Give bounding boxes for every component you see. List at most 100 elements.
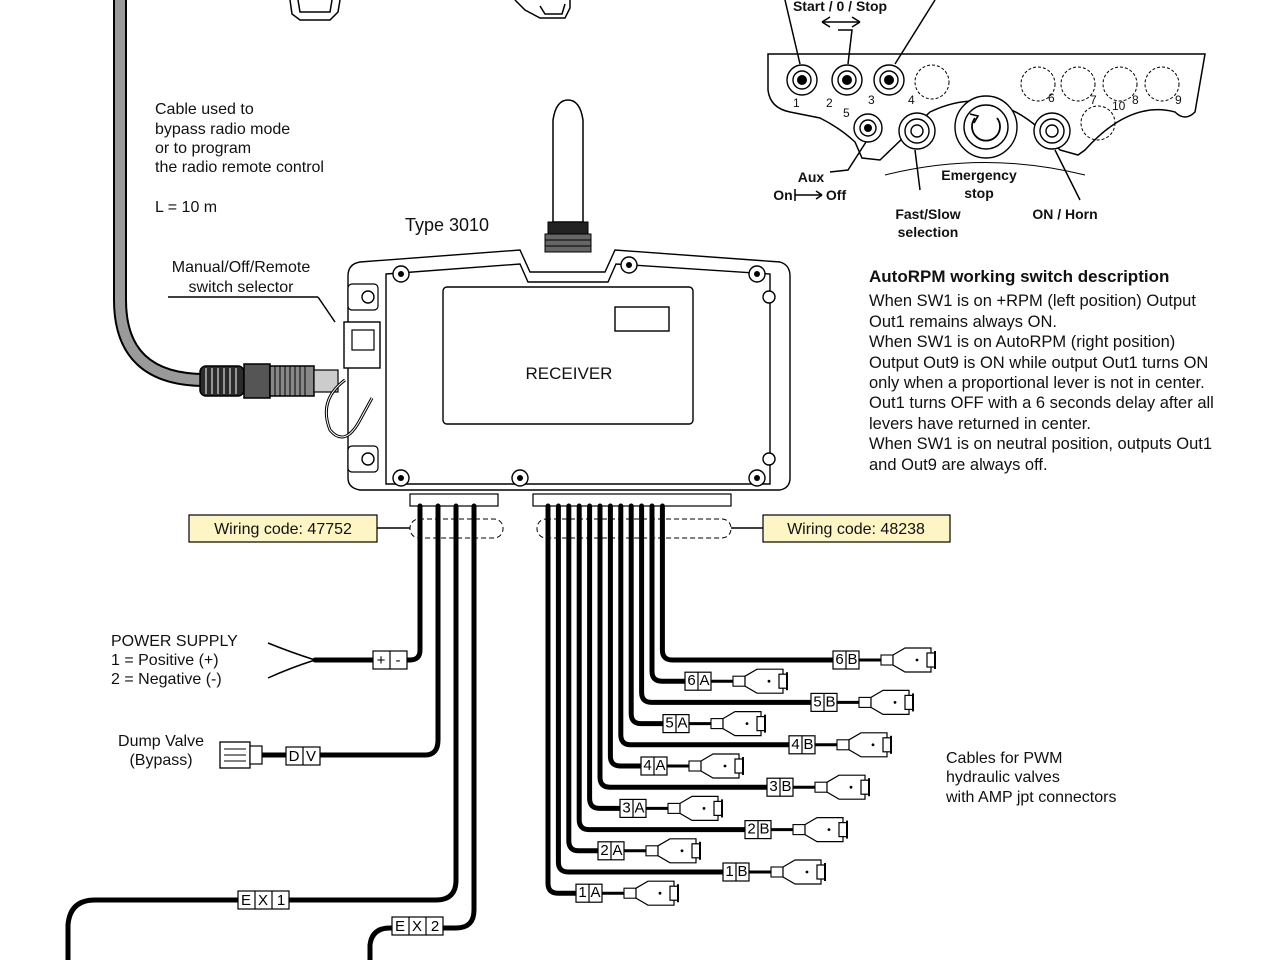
emergency-label: stop [964,185,994,201]
transmitter-panel: 1 2 3 4 5 6 7 8 9 10 Start / 0 / Stop Au… [767,0,1206,240]
screw-icon [392,256,766,487]
autorpm-line: only when a proportional lever is not in… [869,374,1205,393]
fast-slow-label: selection [898,224,959,240]
autorpm-line: When SW1 is on neutral position, outputs… [869,435,1213,454]
svg-text:Manual/Off/Remote: Manual/Off/Remote [172,259,311,276]
valve-tag-number: 6 [835,651,843,668]
valve-tag-number: 1 [725,863,733,880]
valve-tag-number: 6 [687,672,695,689]
amp-connector-icon [688,753,744,779]
button-number: 3 [868,93,875,107]
amp-connector-icon [710,711,766,737]
amp-connector-icon [880,647,936,673]
autorpm-line: Out1 turns OFF with a 6 seconds delay af… [869,394,1214,413]
aux-on-label: On [773,187,792,203]
power-supply-connector: + - [372,650,408,670]
valve-tag-number: 4 [791,736,799,753]
pwm-note-line: hydraulic valves [946,769,1060,786]
valve-tag-number: 2 [600,842,608,859]
programming-cable [113,0,339,399]
emergency-label: Emergency [941,167,1017,183]
cable-length: L = 10 m [155,199,217,216]
receiver-label: RECEIVER [526,364,613,383]
power-supply-label: POWER SUPPLY 1 = Positive (+) 2 = Negati… [111,633,238,688]
double-arrow-icon [821,16,861,28]
amp-connector-icon [732,668,788,694]
svg-text:POWER SUPPLY: POWER SUPPLY [111,633,238,650]
svg-text:+: + [377,652,386,669]
autorpm-line: When SW1 is on AutoRPM (right position) [869,333,1176,352]
svg-text:1 = Positive (+): 1 = Positive (+) [111,652,219,669]
start-stop-label: Start / 0 / Stop [793,0,887,14]
svg-text:(Bypass): (Bypass) [129,752,192,769]
valve-tag-number: 2 [747,821,755,838]
autorpm-line: levers have returned in center. [869,414,1091,433]
autorpm-description: AutoRPM working switch description When … [869,267,1269,475]
button-number: 6 [1048,91,1055,105]
cable-note-line: Cable used to [155,101,254,118]
valve-tag-number: 5 [813,693,821,710]
pwm-note-line: Cables for PWM [946,750,1062,767]
valve-tag-number: 3 [622,799,630,816]
valve-tag-number: 5 [665,715,673,732]
on-horn-label: ON / Horn [1032,206,1097,222]
amp-connector-icon [792,817,848,843]
amp-connector-icon [623,880,679,906]
amp-connector-icon [645,838,701,864]
svg-text:X: X [258,892,268,909]
valve-tag-number: 3 [769,778,777,795]
dump-valve-plug-icon [219,741,263,769]
autorpm-line: and Out9 are always off. [869,455,1048,474]
svg-text:E: E [395,918,405,935]
valve-tag-letter: B [759,821,769,838]
pwm-note-line: with AMP jpt connectors [945,789,1116,806]
cable-note-line: the radio remote control [155,159,324,176]
valve-tag-letter: B [847,651,857,668]
valve-tag-number: 1 [578,884,586,901]
valve-tag-letter: A [699,672,709,689]
fast-slow-label: Fast/Slow [895,206,960,222]
switch-range-icon [794,189,823,201]
svg-text:1: 1 [277,892,285,909]
ex1-connector: E X 1 [237,890,290,910]
button-number: 2 [826,96,833,110]
cable-note-line: bypass radio mode [155,121,290,138]
valve-tag-letter: B [781,778,791,795]
cable-note: Cable used to bypass radio mode or to pr… [155,101,324,216]
autorpm-title: AutoRPM working switch description [869,267,1170,286]
receiver-unit: RECEIVER [324,99,791,507]
button-number: 10 [1112,99,1126,113]
svg-text:Wiring code: 47752: Wiring code: 47752 [214,521,352,538]
top-partial-connectors [289,0,571,21]
emergency-stop-icon [954,95,1018,159]
svg-text:D: D [289,748,300,765]
valve-tag-letter: B [825,693,835,710]
button-number: 7 [1090,93,1097,107]
switch-selector-label: Manual/Off/Remote switch selector [168,259,336,323]
autorpm-line: When SW1 is on +RPM (left position) Outp… [869,292,1196,311]
valve-tag-letter: B [803,736,813,753]
button-number: 8 [1132,93,1139,107]
aux-off-label: Off [826,187,847,203]
svg-text:X: X [412,918,422,935]
dump-valve-connector: D V [285,746,321,766]
amp-connector-icon [858,689,914,715]
amp-connector-icon [770,859,826,885]
button-number: 4 [908,93,915,107]
amp-connector-icon [667,795,723,821]
button-number: 1 [793,96,800,110]
svg-text:E: E [241,892,251,909]
aux-label: Aux [798,169,825,185]
receiver-type: Type 3010 [405,215,489,235]
